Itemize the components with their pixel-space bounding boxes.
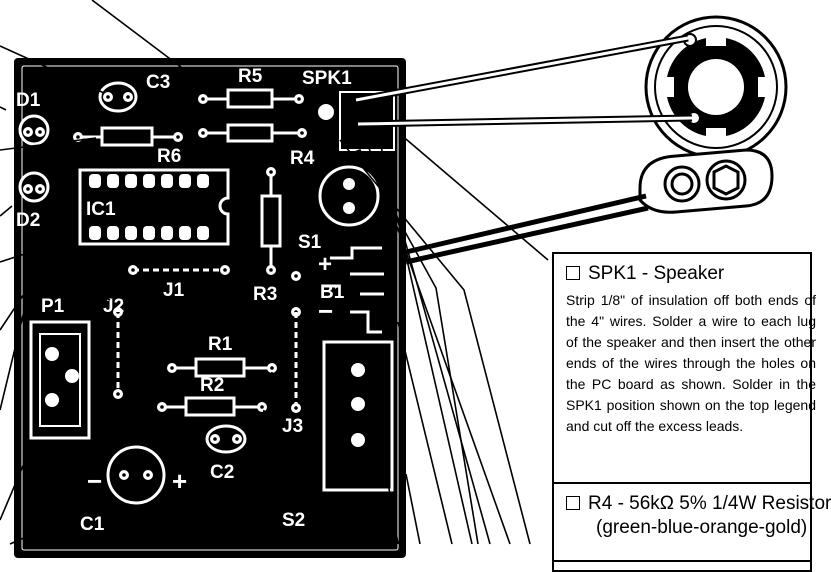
d1-led-outline: [18, 114, 50, 146]
s1-capacitor-outline: [318, 165, 380, 227]
r4-title: R4 - 56kΩ 5% 1/4W Resistor: [588, 493, 831, 514]
pc-board-inner-outline: [21, 65, 399, 551]
label-d1: D1: [16, 90, 41, 111]
j3-jumper-outline: [291, 312, 301, 413]
spk1-checkbox[interactable]: [566, 266, 580, 280]
pcb-assembly-diagram: C3 R5 SPK1 D1 R6 R4 D2 IC1 S1 J1 P1 J2 R…: [0, 0, 788, 558]
label-p1: P1: [41, 296, 65, 317]
label-c1-minus: −: [87, 466, 102, 496]
label-j1: J1: [163, 280, 185, 301]
r4-color-code: (green-blue-orange-gold): [596, 517, 808, 538]
label-c1-plus: +: [172, 466, 187, 496]
speaker-wires: [355, 34, 693, 128]
label-r6: R6: [157, 146, 181, 167]
j1-jumper-outline: [128, 265, 230, 275]
label-b1: B1: [320, 282, 345, 303]
label-s1: S1: [298, 232, 322, 253]
r4-checkbox[interactable]: [566, 496, 580, 510]
spk1-instruction-text: Strip 1/8" of insulation off both ends o…: [566, 292, 816, 434]
c3-capacitor-outline: [98, 81, 138, 113]
speaker-drawing: [644, 15, 788, 159]
ic1-chip-outline: [78, 168, 230, 246]
label-spk1: SPK1: [302, 68, 352, 89]
s2-switch-outline: [322, 340, 394, 492]
r1-resistor-outline: [167, 357, 277, 378]
r5-resistor-outline: [198, 88, 304, 109]
label-j3: J3: [282, 416, 303, 437]
label-r4: R4: [290, 148, 315, 169]
battery-snap-drawing: [405, 148, 774, 265]
r4-resistor-outline: [198, 123, 307, 143]
label-battery-minus: −: [318, 296, 333, 326]
label-c2: C2: [210, 462, 234, 483]
c1-capacitor-outline: [106, 445, 166, 505]
j2-jumper-outline: [113, 307, 123, 399]
spk1-title: SPK1 - Speaker: [588, 263, 725, 284]
label-d2: D2: [16, 210, 40, 231]
label-ic1: IC1: [86, 199, 116, 220]
p1-pad-block: [29, 320, 91, 440]
label-c3: C3: [146, 72, 170, 93]
label-r1: R1: [208, 334, 233, 355]
r2-resistor-outline: [157, 396, 267, 417]
label-r5: R5: [238, 66, 263, 87]
c2-capacitor-outline: [205, 424, 247, 454]
d2-led-outline: [18, 171, 50, 203]
label-battery-plus: +: [318, 251, 332, 278]
label-r3: R3: [253, 284, 277, 305]
label-s2: S2: [282, 510, 305, 531]
r6-resistor-outline: [73, 126, 183, 147]
leader-lines: [0, 0, 549, 545]
r4-instruction-box: R4 - 56kΩ 5% 1/4W Resistor (green-blue-o…: [552, 482, 831, 562]
label-r2: R2: [200, 375, 224, 396]
label-c1: C1: [80, 514, 105, 535]
r3-resistor-outline: [260, 167, 282, 275]
label-j2: J2: [103, 296, 124, 317]
b1-battery-outline: [291, 246, 384, 334]
